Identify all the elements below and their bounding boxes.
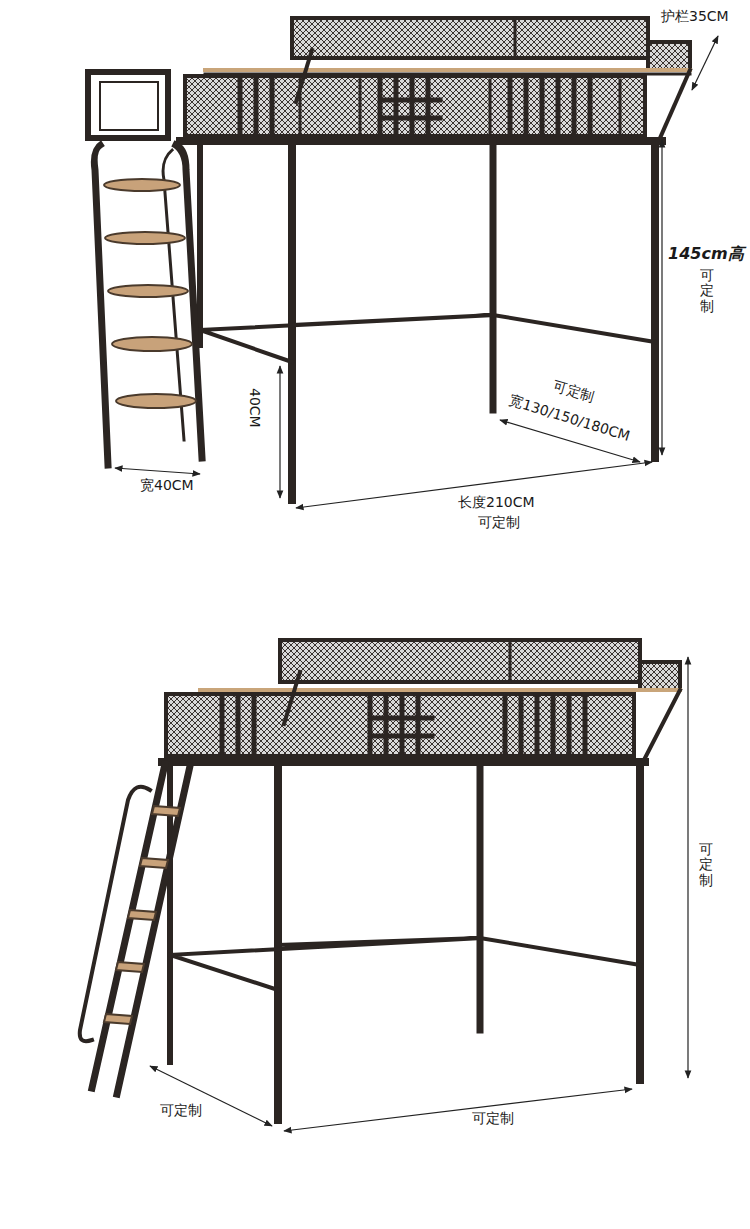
label-anchor: 145cm高	[668, 244, 744, 263]
label-anchor: 宽40CM	[140, 477, 194, 494]
end-guardrail	[648, 42, 690, 70]
step	[128, 910, 156, 920]
post	[651, 141, 659, 458]
step	[116, 394, 196, 408]
post	[274, 762, 282, 1120]
front-beam	[180, 137, 662, 145]
step	[140, 858, 168, 868]
lower-rail	[170, 938, 640, 990]
label-anchor: 宽130/150/180CM	[507, 392, 632, 445]
label-anchor: 40CM	[246, 388, 263, 428]
front-guardrail	[185, 76, 645, 136]
dimension-label: 可定制	[472, 1110, 514, 1127]
dimension-line	[150, 1066, 272, 1126]
step	[105, 232, 185, 244]
brace	[296, 50, 312, 102]
post	[288, 141, 296, 500]
back-guardrail	[292, 18, 648, 58]
lower-rail	[200, 315, 655, 362]
dimension-line	[279, 366, 280, 498]
grid-bars	[222, 698, 585, 752]
label-anchor: 可定制	[478, 514, 520, 531]
dimension-label: 可定制	[478, 514, 520, 531]
dimension-label: 可定制	[551, 378, 596, 406]
ladder-rail	[94, 145, 108, 465]
dimension-line	[661, 140, 662, 455]
label-anchor: 可定制	[160, 1102, 202, 1119]
dimension-label: 宽40CM	[140, 477, 194, 494]
top-bed	[88, 18, 690, 500]
vertical-note: 可定制	[700, 268, 714, 314]
brace	[284, 672, 300, 724]
dimension-lines	[150, 657, 688, 1131]
panel-posts	[300, 80, 620, 134]
label-anchor: 护栏35CM	[661, 8, 729, 25]
post	[490, 141, 497, 410]
ladder-top-frame	[100, 82, 158, 130]
ladder-rail	[176, 145, 202, 458]
ladder-top-frame	[88, 72, 168, 138]
rail-divider	[514, 18, 517, 58]
back-guardrail	[280, 640, 640, 682]
dimension-label: 40CM	[246, 388, 263, 428]
step	[112, 337, 192, 351]
post	[477, 762, 484, 1030]
brace	[645, 690, 680, 758]
step	[108, 285, 188, 297]
front-beam	[162, 758, 645, 766]
dimension-line	[687, 657, 688, 1078]
dimension-line	[284, 1089, 632, 1131]
step	[152, 806, 180, 816]
post	[636, 762, 644, 1080]
bottom-bed	[80, 640, 680, 1120]
dimension-label: 长度210CM	[458, 494, 535, 511]
step	[104, 179, 180, 191]
label-anchor: 可定制	[472, 1110, 514, 1127]
label-anchor: 长度210CM	[458, 494, 535, 511]
ladder-rail	[92, 764, 190, 1094]
step	[104, 1014, 132, 1024]
dimension-label: 145cm高	[668, 244, 744, 263]
post	[197, 141, 203, 345]
grid-bars	[240, 80, 590, 134]
dimension-label: 护栏35CM	[661, 8, 729, 25]
ladder-steps	[104, 806, 180, 1024]
brace	[660, 70, 690, 138]
dimension-line	[115, 468, 200, 474]
mattress-board	[205, 68, 690, 72]
rail-divider	[509, 640, 512, 682]
mattress-board	[200, 688, 680, 692]
vertical-note: 可定制	[699, 842, 713, 888]
dimension-lines	[115, 36, 718, 508]
ladder-steps	[104, 179, 196, 408]
end-guardrail	[640, 662, 680, 690]
label-anchor: 可定制	[699, 842, 713, 888]
step	[116, 962, 144, 972]
label-anchor: 可定制	[551, 378, 596, 406]
label-anchor: 可定制	[700, 268, 714, 314]
dimension-line	[692, 36, 718, 90]
dimension-label: 宽130/150/180CM	[507, 392, 632, 445]
front-guardrail	[166, 694, 634, 756]
dimension-label: 可定制	[160, 1102, 202, 1119]
